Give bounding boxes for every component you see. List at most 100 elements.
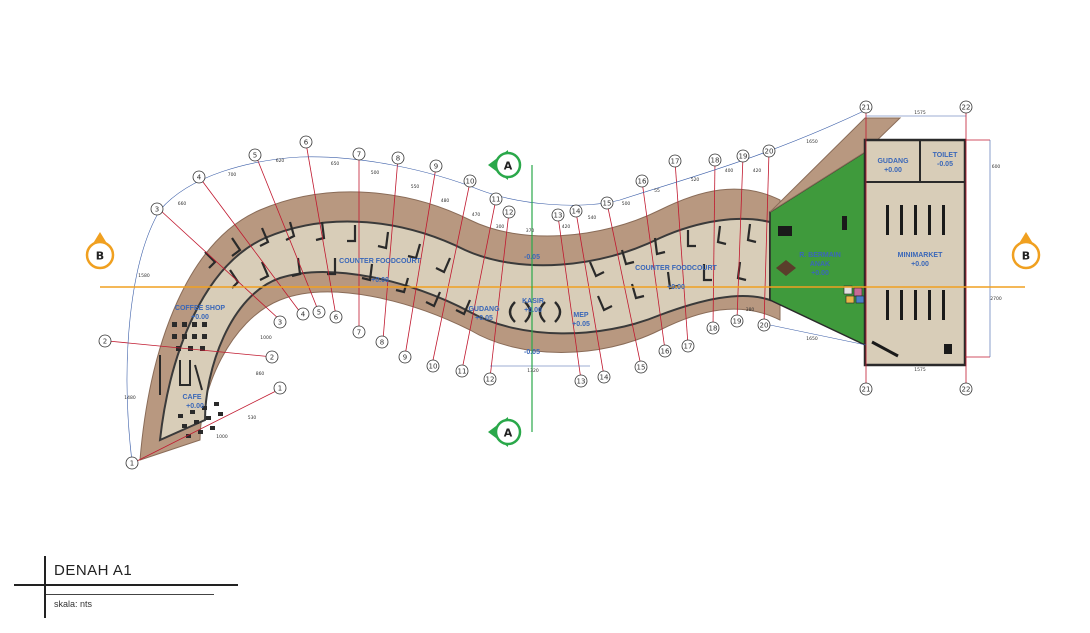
corridor-bottom-level: -0.05: [524, 349, 540, 356]
dim-2700: 2700: [990, 296, 1002, 302]
grid-bubble-4-a: [192, 170, 206, 184]
grid-bubble-4-b: [296, 307, 310, 321]
title-block-vertical-rule: [44, 556, 46, 618]
grid-bubble-1-a: [125, 456, 139, 470]
dim-550: 550: [411, 184, 420, 190]
drawing-title: DENAH A1: [54, 562, 133, 579]
grid-bubble-3-a: [150, 202, 164, 216]
room-coffee-shop-level: +0.00: [191, 314, 209, 321]
room-minimarket: MINIMARKET: [898, 252, 943, 259]
grid-label-14-a: 14: [572, 208, 581, 216]
room-kasir: KASIR: [522, 298, 544, 305]
grid-bubble-17-a: [668, 154, 682, 168]
grid-label-17-b: 17: [684, 343, 693, 351]
grid-bubble-22-a: [959, 100, 973, 114]
grid-bubble-20-b: [757, 318, 771, 332]
grid-bubble-10-a: [463, 174, 477, 188]
grid-bubble-9-a: [429, 159, 443, 173]
play-toy-2: [853, 287, 863, 297]
room-gudang-2: GUDANG: [877, 158, 909, 165]
title-block-subrule: [46, 594, 214, 595]
play-area-shelf: [842, 216, 847, 230]
grid-label-9-a: 9: [434, 163, 438, 171]
grid-label-7-b: 7: [357, 329, 361, 337]
grid-bubble-11-b: [455, 364, 469, 378]
play-toy-1: [843, 285, 853, 295]
dim-540: 540: [588, 215, 597, 221]
kasir-counter: [508, 301, 562, 323]
dim-1000b: 1000: [260, 335, 272, 341]
grid-bubble-9-b: [398, 350, 412, 364]
grid-label-13-b: 13: [577, 378, 586, 386]
grid-label-2-b: 2: [270, 354, 274, 362]
dim-530: 530: [248, 415, 257, 421]
room-bermain: R. BERMAIN: [799, 252, 841, 259]
grid-bubble-13-a: [551, 208, 565, 222]
room-bermain-2: ANAK: [810, 261, 830, 268]
grid-label-18-b: 18: [709, 325, 718, 333]
grid-bubbles: 1122334455667788991010111112121313141415…: [98, 100, 973, 470]
room-cafe: CAFE: [182, 394, 201, 401]
grid-bubble-8-b: [375, 335, 389, 349]
room-mep-level: +0.05: [572, 321, 590, 328]
room-toilet: TOILET: [933, 152, 958, 159]
grid-bubble-21-a: [859, 100, 873, 114]
grid-bubble-8-a: [391, 151, 405, 165]
grid-label-2-a: 2: [103, 338, 107, 346]
room-foodcourt-1-level: +0.00: [371, 277, 389, 284]
title-block: DENAH A1 skala: nts: [14, 556, 244, 618]
dim-500b: 500: [622, 201, 631, 207]
dim-1650b: 1650: [806, 336, 818, 342]
grid-bubble-16-b: [658, 344, 672, 358]
dim-500: 500: [371, 170, 380, 176]
grid-bubble-6-a: [299, 135, 313, 149]
grid-label-4-b: 4: [301, 311, 306, 319]
dim-1000: 1000: [216, 434, 228, 440]
grid-label-3-b: 3: [278, 319, 282, 327]
dim-700: 700: [228, 172, 237, 178]
room-coffee-shop: COFFEE SHOP: [175, 305, 226, 312]
grid-label-10-a: 10: [466, 178, 475, 186]
corridor-top-level: -0.05: [524, 254, 540, 261]
section-marker-a-top: A: [488, 150, 522, 180]
grid-bubble-1-b: [273, 381, 287, 395]
dim-420b: 420: [753, 168, 762, 174]
grid-bubble-13-b: [574, 374, 588, 388]
cafe-seating: [172, 322, 223, 438]
grid-label-6-a: 6: [304, 139, 309, 147]
dim-1650: 1650: [806, 139, 818, 145]
dim-55: 55: [654, 188, 660, 194]
section-a-label-bottom: A: [504, 427, 513, 440]
grid-bubble-5-b: [312, 305, 326, 319]
dimension-lines: [126, 109, 991, 463]
section-marker-b-left: B: [85, 232, 115, 270]
play-toy-3: [845, 295, 855, 304]
room-foodcourt-2: COUNTER FOODCOURT: [635, 265, 717, 272]
grid-bubble-15-a: [600, 196, 614, 210]
section-marker-b-right: B: [1011, 232, 1041, 270]
grid-bubble-14-b: [597, 370, 611, 384]
grid-label-20-b: 20: [760, 322, 769, 330]
grid-label-18-a: 18: [711, 157, 720, 165]
foodcourt-counters-left: [204, 221, 472, 316]
grid-label-3-a: 3: [155, 206, 159, 214]
room-toilet-level: -0.05: [937, 161, 953, 168]
room-gudang-1: GUDANG: [468, 306, 500, 313]
dimension-texts: 620 700 660 650 500 550 480 470 300 370 …: [124, 110, 1002, 440]
dim-600: 600: [992, 164, 1001, 170]
grid-label-5-b: 5: [317, 309, 321, 317]
grid-bubble-12-a: [502, 205, 516, 219]
grid-label-22-a: 22: [962, 104, 971, 112]
dim-620: 620: [276, 158, 285, 164]
cafe-counter: [159, 355, 203, 395]
dim-860: 860: [256, 371, 265, 377]
title-block-rule: [14, 584, 238, 586]
play-area-slide: [776, 260, 796, 276]
room-labels: COFFEE SHOP +0.00 CAFE +0.00 COUNTER FOO…: [175, 152, 958, 410]
dim-470: 470: [472, 212, 481, 218]
grid-label-20-a: 20: [765, 148, 774, 156]
play-area-bench: [778, 226, 792, 236]
grid-label-17-a: 17: [671, 158, 680, 166]
grid-label-21-a: 21: [862, 104, 871, 112]
